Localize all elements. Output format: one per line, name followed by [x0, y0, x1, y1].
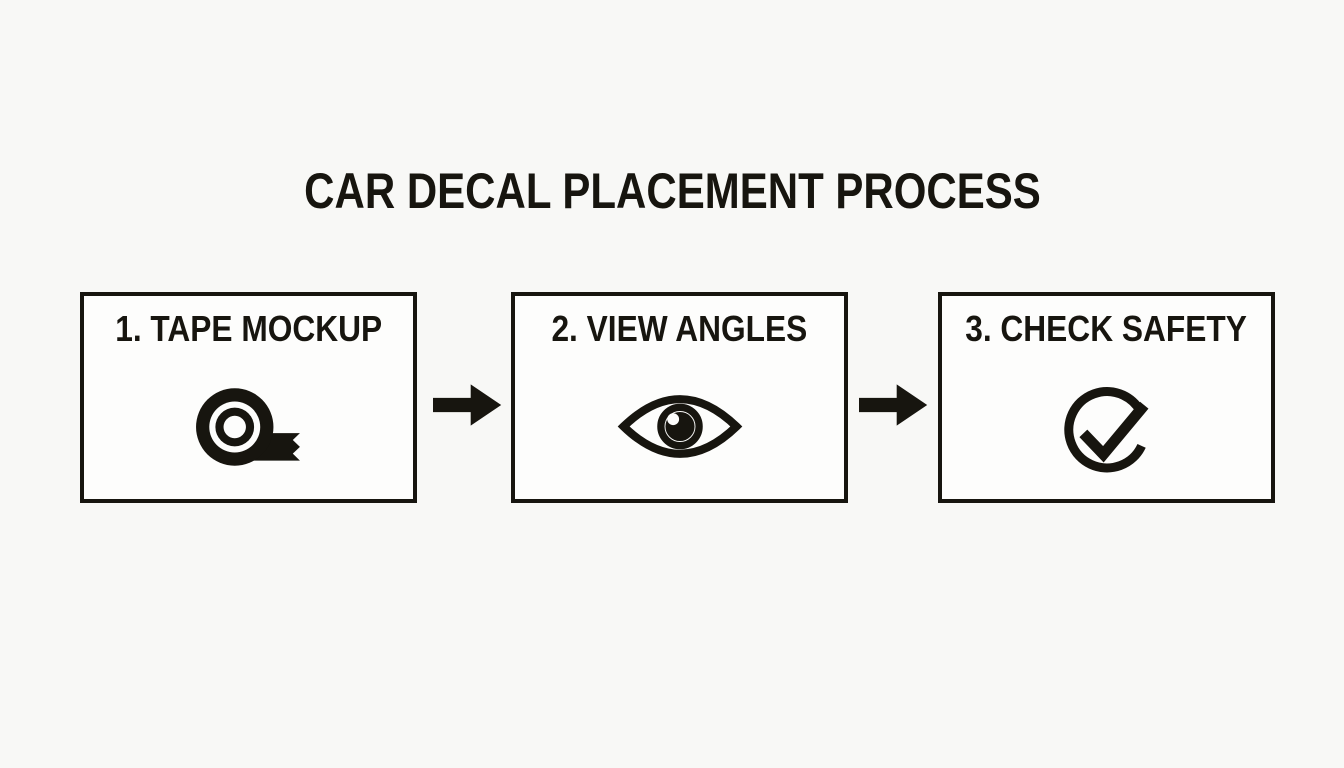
diagram-title: CAR DECAL PLACEMENT PROCESS	[0, 162, 1344, 220]
step-1-icon-area	[194, 350, 304, 499]
step-box-view-angles: 2. VIEW ANGLES	[511, 292, 848, 503]
step-box-check-safety: 3. CHECK SAFETY	[938, 292, 1275, 503]
arrow-right-icon	[859, 384, 928, 426]
step-3-label: 3. CHECK SAFETY	[965, 308, 1248, 349]
step-2-label: 2. VIEW ANGLES	[551, 308, 808, 349]
step-2-icon-area	[616, 350, 744, 499]
tape-roll-icon	[195, 387, 300, 466]
check-circle-icon	[1063, 386, 1150, 472]
diagram-title-text: CAR DECAL PLACEMENT PROCESS	[303, 163, 1041, 219]
step-1-label: 1. TAPE MOCKUP	[115, 308, 382, 349]
eye-icon	[617, 395, 742, 458]
step-3-icon-area	[1056, 350, 1158, 499]
arrow-right-icon	[433, 384, 502, 426]
step-box-tape-mockup: 1. TAPE MOCKUP	[80, 292, 417, 503]
